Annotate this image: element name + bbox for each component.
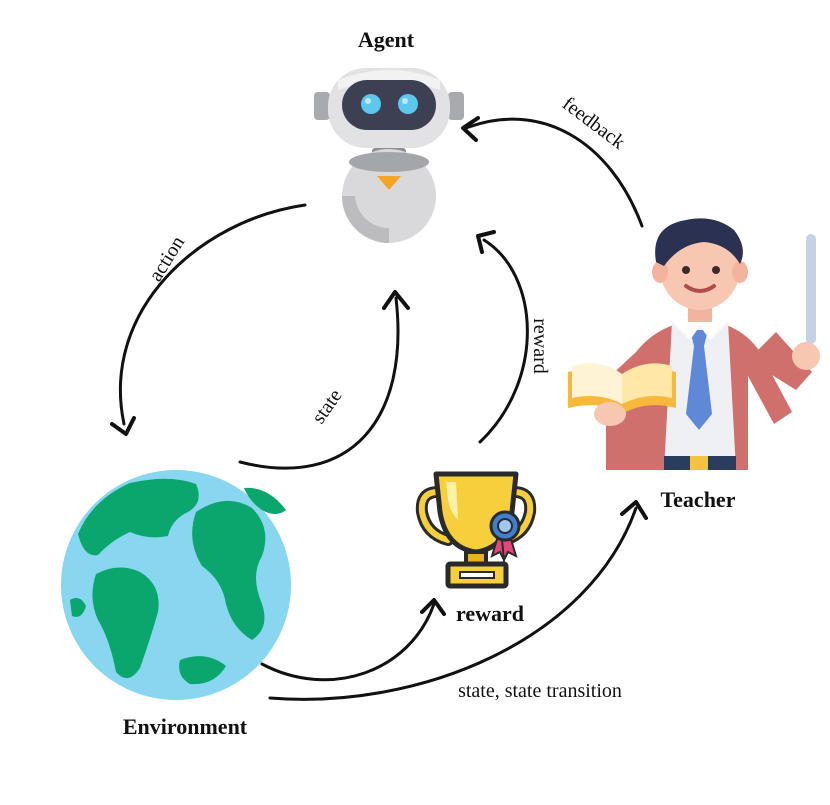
state-edge-label: state xyxy=(308,385,347,428)
earth-globe-icon xyxy=(61,470,291,700)
feedback-arrow xyxy=(461,116,644,228)
action-edge-label: action xyxy=(145,232,190,285)
agent-label: Agent xyxy=(358,27,415,52)
teacher-label: Teacher xyxy=(661,487,736,512)
teacher-icon xyxy=(568,218,820,470)
robot-icon xyxy=(314,68,464,243)
reward-edge-label: reward xyxy=(529,318,551,374)
state-arrow xyxy=(238,290,410,470)
action-arrow xyxy=(110,203,307,436)
environment-label: Environment xyxy=(123,714,248,739)
trophy-icon xyxy=(415,471,537,589)
environment-to-reward-arrow xyxy=(260,598,446,682)
reward-arrow xyxy=(476,230,529,444)
reward-label: reward xyxy=(456,601,524,626)
feedback-edge-label: feedback xyxy=(558,93,629,154)
environment-to-teacher-arrow xyxy=(268,500,648,701)
transition-edge-label: state, state transition xyxy=(458,680,622,702)
